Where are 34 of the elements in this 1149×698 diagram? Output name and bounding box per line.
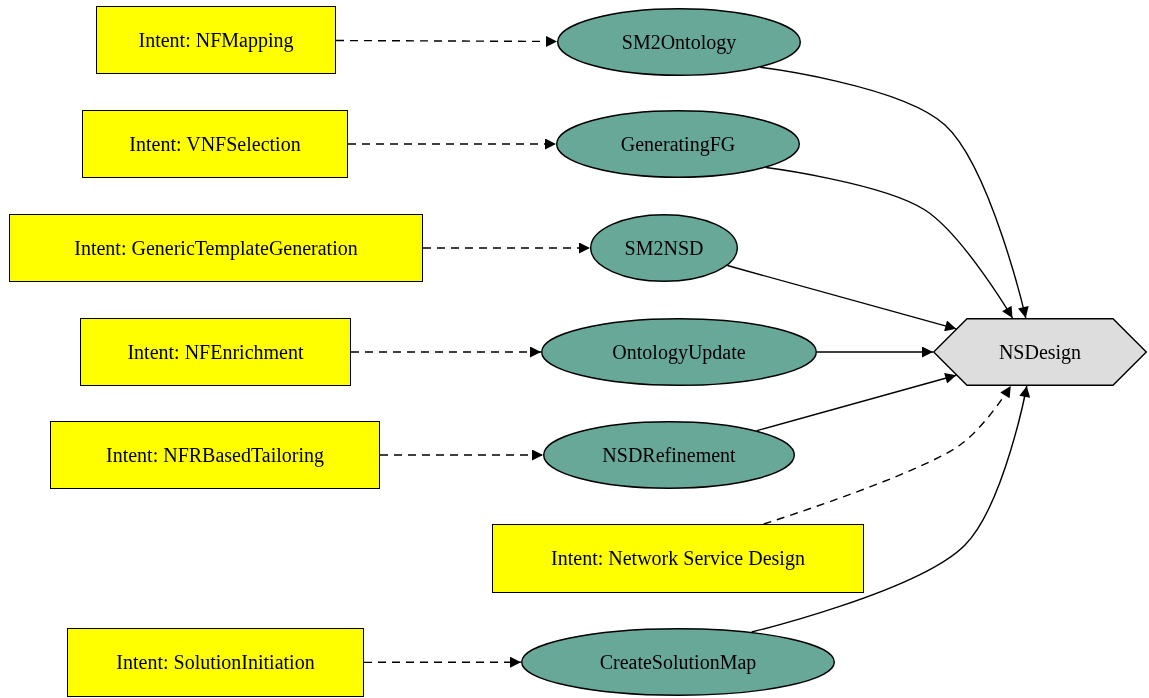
arrow (363, 656, 522, 668)
intent-box (492, 524, 864, 593)
node-label: Intent: Network Service Design (551, 547, 805, 570)
node-label: CreateSolutionMap (599, 650, 757, 674)
node-label: OntologyUpdate (612, 340, 746, 364)
node-label: Intent: NFRBasedTailoring (106, 443, 324, 467)
node-label: NSDRefinement (602, 443, 736, 467)
intent-box (80, 318, 351, 386)
arrow (347, 138, 557, 150)
intent-box (50, 421, 380, 489)
intent-box (67, 628, 364, 697)
intent-box (82, 110, 348, 178)
node-label: Intent: SolutionInitiation (116, 651, 315, 674)
arrow (335, 35, 558, 47)
node-label: Intent: NFEnrichment (127, 340, 304, 364)
node-label: NSDesign (998, 340, 1082, 364)
arrow (726, 264, 957, 332)
arrow (422, 242, 591, 254)
node-label: GeneratingFG (620, 132, 736, 156)
arrow (350, 346, 542, 358)
node-label: SM2NSD (624, 236, 704, 260)
arrow (756, 372, 957, 432)
arrow (816, 346, 934, 358)
arrow (759, 66, 1029, 319)
arrow (750, 385, 1031, 633)
arrow (765, 166, 1014, 319)
intent-box (9, 214, 423, 282)
node-label: Intent: NFMapping (138, 28, 294, 52)
node-label: Intent: VNFSelection (129, 132, 301, 156)
node-label: Intent: GenericTemplateGeneration (74, 236, 358, 260)
arrow (763, 385, 1012, 525)
arrow (379, 449, 544, 461)
node-label: SM2Ontology (621, 30, 737, 54)
intent-box (96, 6, 336, 74)
